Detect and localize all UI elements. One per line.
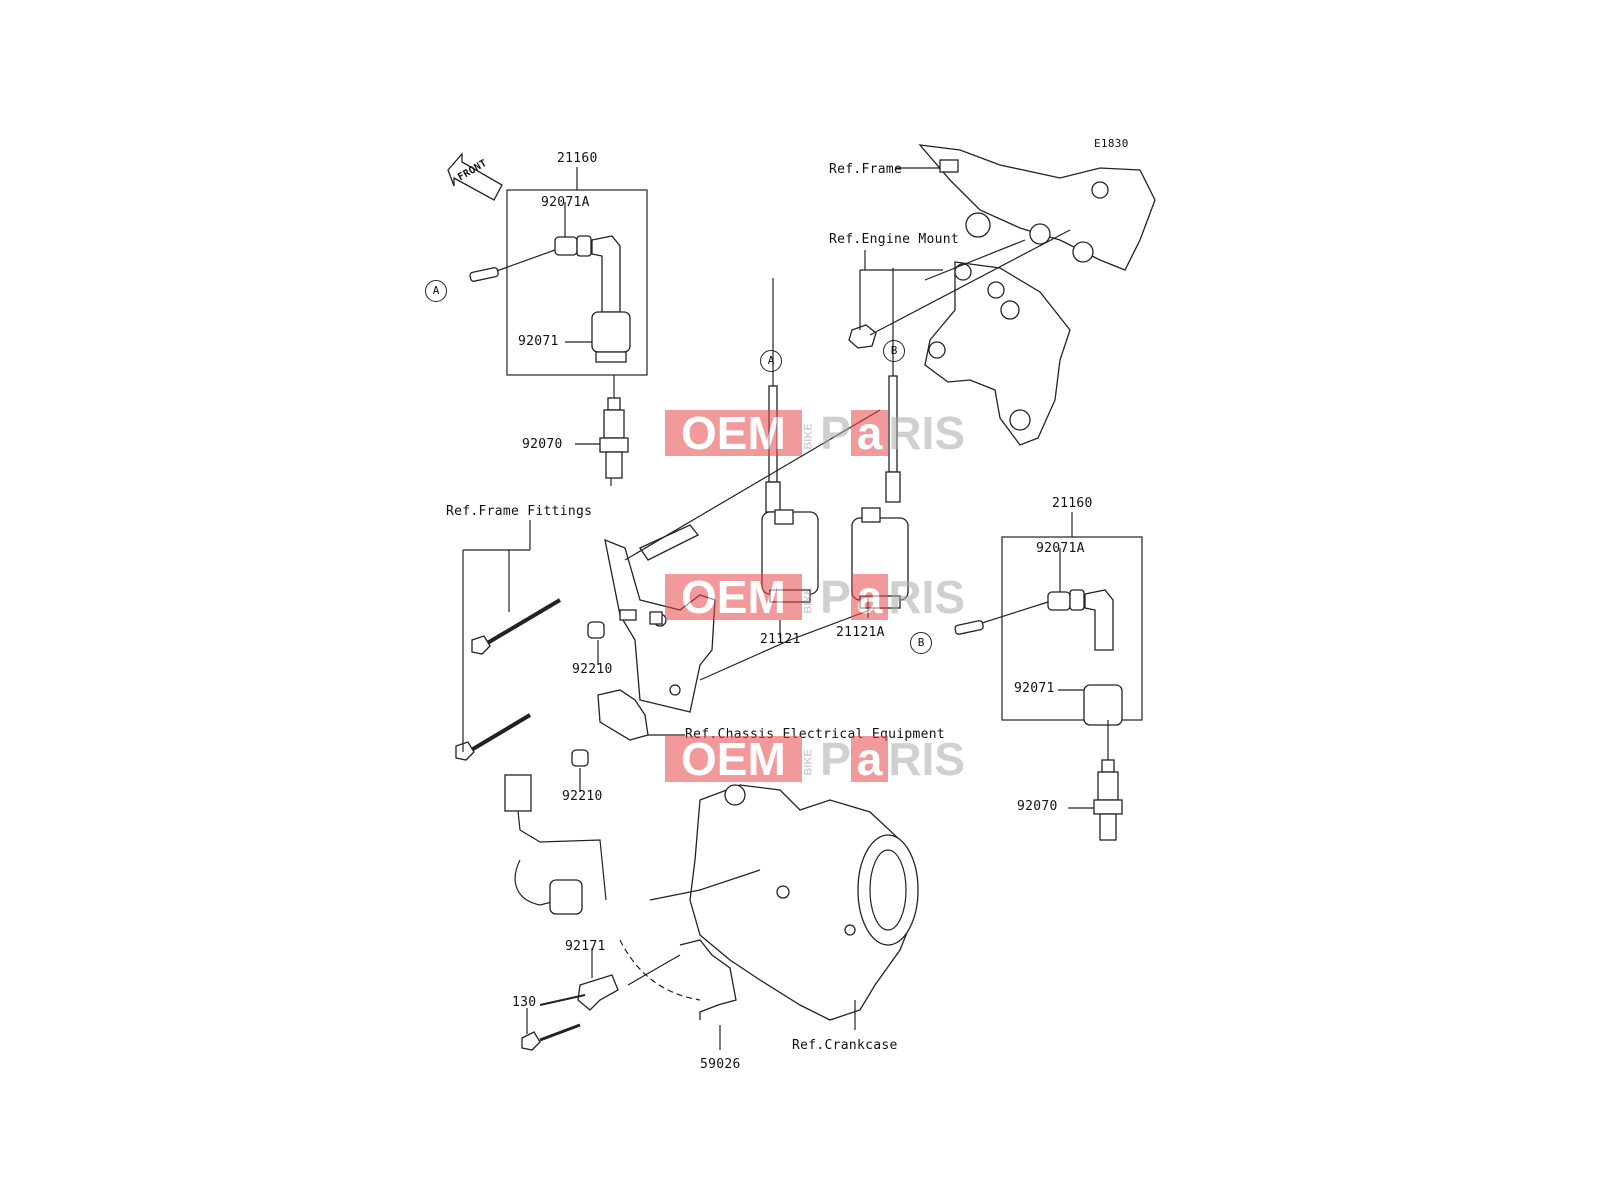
label-coil-1: 21121: [760, 632, 801, 647]
callout-b-coil: B: [883, 340, 905, 362]
engine-mount-bracket: [848, 261, 1071, 446]
label-bolt: 130: [512, 995, 537, 1010]
callout-b-right: B: [910, 632, 932, 654]
callout-a-coil: A: [760, 350, 782, 372]
label-cap-right: 92071: [1014, 681, 1055, 696]
label-ref-engine-mount: Ref.Engine Mount: [829, 232, 960, 247]
label-ref-frame: Ref.Frame: [829, 162, 903, 177]
label-coil-2: 21121A: [836, 625, 885, 640]
bolt-upper-icon: [471, 598, 562, 655]
label-ref-crankcase: Ref.Crankcase: [792, 1038, 898, 1053]
label-nut-upper: 92210: [572, 662, 613, 677]
diagram-code: E1830: [1094, 137, 1129, 150]
label-cap-a-left: 92071A: [541, 195, 590, 210]
plug-cap-right-icon: [1047, 589, 1123, 726]
nut-lower-icon: [571, 749, 589, 767]
clamp-92171-icon: [539, 974, 619, 1011]
frame-outline: [918, 144, 1156, 271]
label-plug-right: 92070: [1017, 799, 1058, 814]
bolt-lower-icon: [455, 713, 532, 761]
label-plug-left: 92070: [522, 437, 563, 452]
coil-bracket: [604, 524, 716, 713]
harness-sensor: [504, 774, 607, 915]
front-arrow-icon: [447, 152, 503, 201]
label-clamp: 92171: [565, 939, 606, 954]
harness-59026-icon: [679, 939, 737, 1020]
label-coil-set-right: 21160: [1052, 496, 1093, 511]
label-ref-frame-fittings: Ref.Frame Fittings: [446, 504, 593, 519]
chassis-clamp: [597, 689, 649, 741]
label-coil-set-left: 21160: [557, 151, 598, 166]
label-cap-left: 92071: [518, 334, 559, 349]
crankcase-outline: [689, 784, 919, 1021]
label-cap-a-right: 92071A: [1036, 541, 1085, 556]
callout-a-left: A: [425, 280, 447, 302]
plug-cap-left-icon: [554, 235, 631, 363]
spark-plug-right-icon: [1093, 759, 1123, 841]
label-nut-lower: 92210: [562, 789, 603, 804]
spark-plug-left-icon: [599, 397, 629, 486]
nut-upper-icon: [587, 621, 605, 639]
bolt-130-icon: [521, 1023, 581, 1051]
label-harness: 59026: [700, 1057, 741, 1072]
